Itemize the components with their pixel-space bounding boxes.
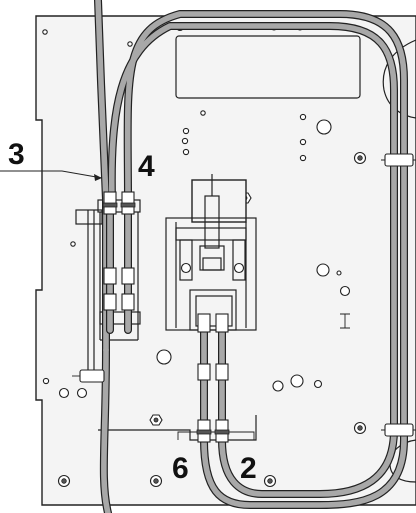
mid-plate-holes: [42, 110, 351, 399]
hex-bolt-icons: [57, 151, 367, 488]
callout-label-4: 4: [138, 150, 155, 183]
hose-clamp-icons: [72, 153, 416, 437]
callout-label-3: 3: [8, 138, 25, 171]
slot-mark: [340, 313, 350, 329]
fitting-connector-icons: [102, 191, 230, 443]
left-channel: [87, 210, 95, 370]
top-window-cutout: [175, 35, 361, 99]
valve-bracket: [165, 174, 257, 440]
callout-label-6: 6: [172, 452, 189, 485]
callout-3-leader: [0, 170, 103, 179]
callout-3-arrow: [94, 174, 102, 181]
hose-group: [94, 0, 408, 513]
callout-label-2: 2: [240, 452, 257, 485]
plate-lower-step: [98, 415, 257, 441]
